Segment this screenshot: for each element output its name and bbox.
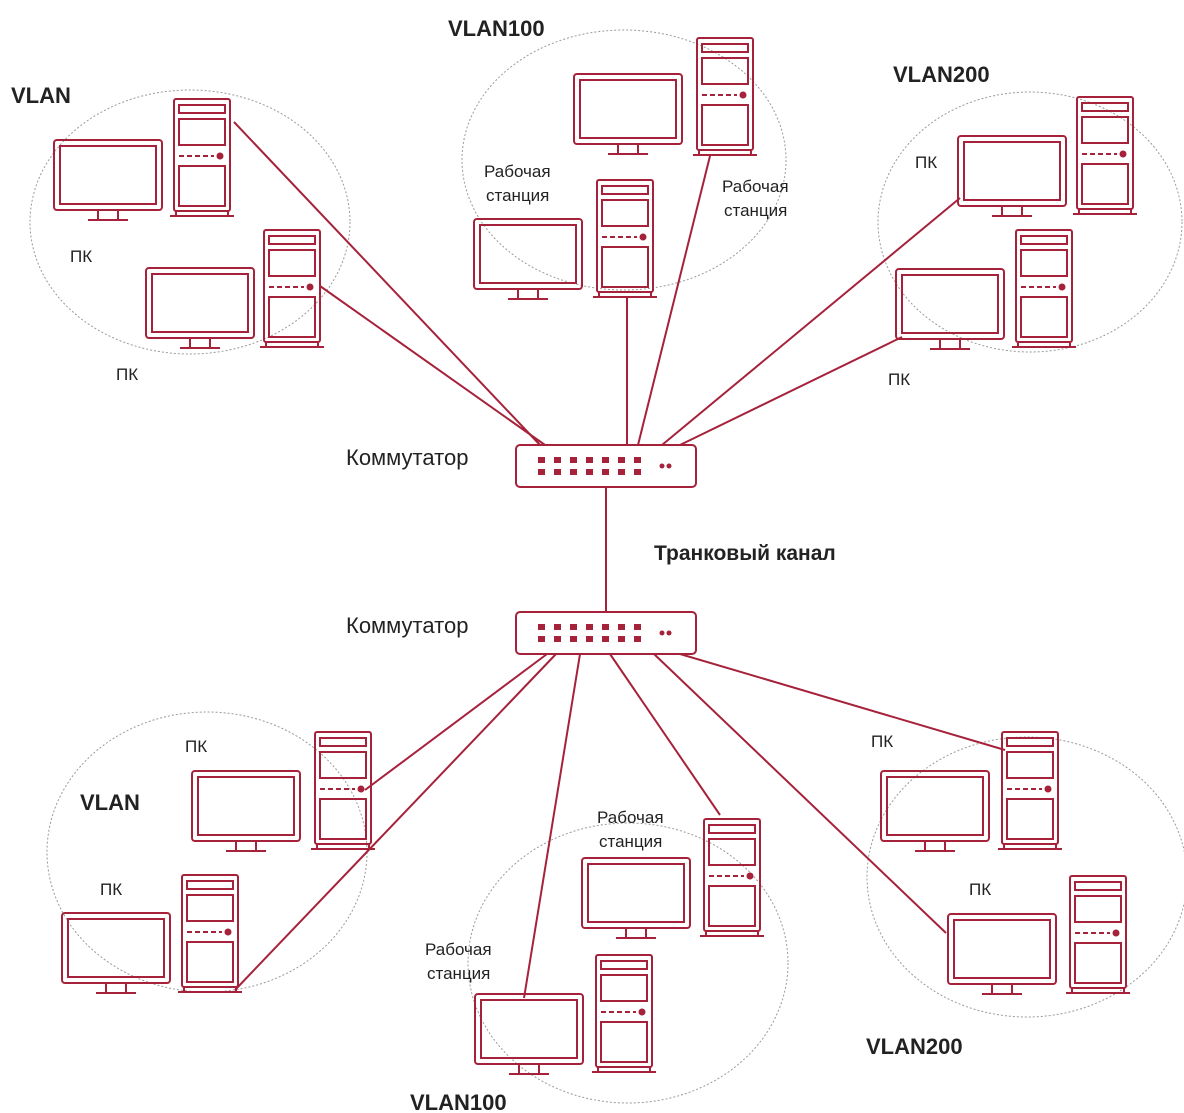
monitor-icon (880, 770, 990, 852)
monitor-icon (947, 913, 1057, 995)
tower-icon (1011, 229, 1077, 348)
zone-top-right (877, 91, 1183, 353)
tower-icon (1072, 96, 1138, 215)
workstation-label-line1: Рабочая (484, 162, 551, 181)
tower-icon (259, 229, 325, 348)
switch-label-bottom: Коммутатор (346, 613, 468, 638)
switch-label-top: Коммутатор (346, 445, 468, 470)
link (523, 653, 581, 999)
network-links (233, 121, 1006, 999)
monitor-icon (573, 73, 683, 155)
tower-icon (692, 37, 758, 156)
zone-top-center (461, 29, 787, 291)
workstation-label-line2: станция (427, 964, 490, 983)
workstation-label-line1: Рабочая (722, 177, 789, 196)
tower-icon (169, 98, 235, 217)
pc-label: ПК (915, 153, 937, 172)
monitor-icon (473, 218, 583, 300)
monitor-icon (895, 268, 1005, 350)
link (637, 155, 711, 446)
workstation-label-line2: станция (599, 832, 662, 851)
switch-bottom (515, 611, 697, 655)
pc-label: ПК (100, 880, 122, 899)
tower-icon (997, 731, 1063, 850)
workstation-label-line1: Рабочая (597, 808, 664, 827)
link (679, 336, 903, 446)
vlan200-label-bottom: VLAN200 (866, 1034, 963, 1059)
pc-label: ПК (185, 737, 207, 756)
tower-icon (1065, 875, 1131, 994)
monitor-icon (145, 267, 255, 349)
vlan-label-bottom-left: VLAN (80, 790, 140, 815)
link (653, 653, 947, 934)
tower-icon (592, 179, 658, 298)
workstation-label-line2: станция (724, 201, 787, 220)
diagram-labels: VLAN VLAN100 VLAN200 VLAN VLAN100 VLAN20… (11, 16, 991, 1113)
monitor-icon (581, 857, 691, 939)
vlan-label-top-left: VLAN (11, 83, 71, 108)
link (234, 653, 557, 991)
tower-icon (177, 874, 243, 993)
pc-label: ПК (871, 732, 893, 751)
monitor-icon (957, 135, 1067, 217)
workstation-label-line2: станция (486, 186, 549, 205)
tower-icon (591, 954, 657, 1073)
link (319, 285, 546, 446)
link (233, 121, 541, 446)
switch-top (515, 444, 697, 488)
zone-bottom-center (467, 822, 789, 1104)
monitor-icon (53, 139, 163, 221)
workstation-label-line1: Рабочая (425, 940, 492, 959)
vlan100-label-top: VLAN100 (448, 16, 545, 41)
link (364, 653, 548, 791)
monitor-icon (61, 912, 171, 994)
link (609, 653, 721, 816)
vlan200-label-top: VLAN200 (893, 62, 990, 87)
trunk-label: Транковый канал (654, 542, 836, 565)
monitor-icon (191, 770, 301, 852)
zone-top-left (29, 89, 351, 355)
monitor-icon (474, 993, 584, 1075)
link (661, 197, 961, 446)
pc-label: ПК (969, 880, 991, 899)
pc-label: ПК (70, 247, 92, 266)
pc-label: ПК (116, 365, 138, 384)
pc-label: ПК (888, 370, 910, 389)
vlan100-label-bottom: VLAN100 (410, 1090, 507, 1113)
link (679, 653, 1006, 751)
